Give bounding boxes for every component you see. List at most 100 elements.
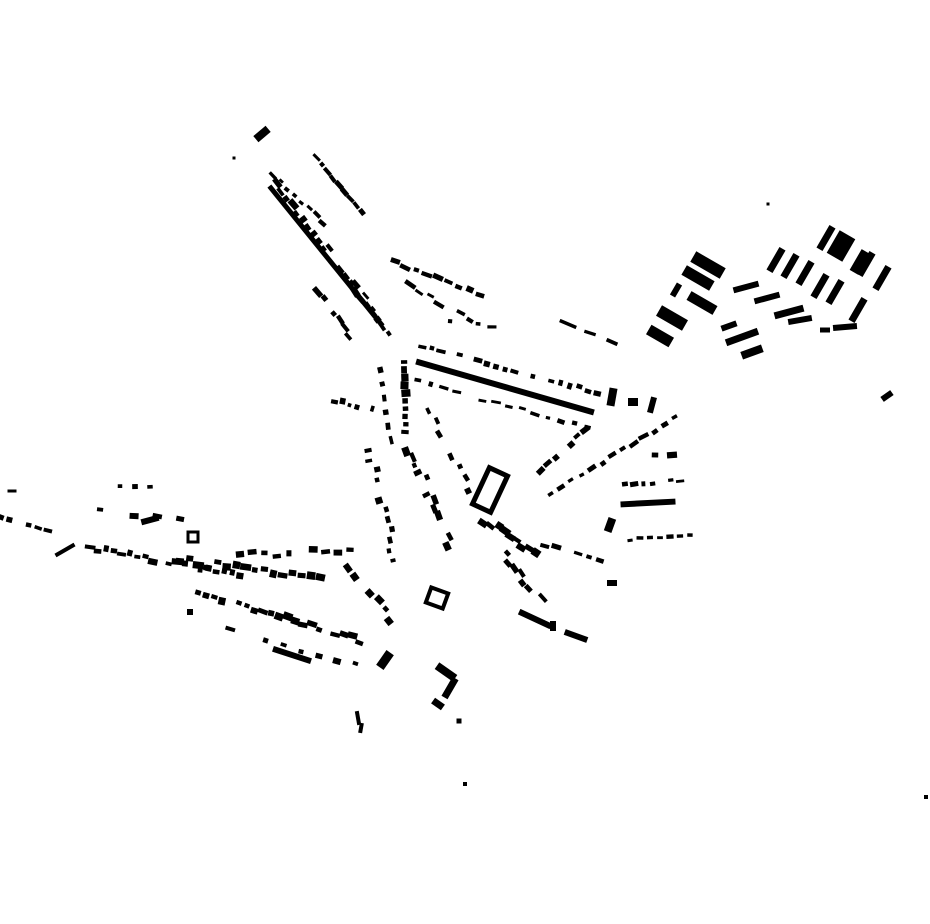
building — [477, 517, 489, 529]
building — [253, 125, 271, 143]
building — [304, 223, 312, 231]
building — [260, 566, 269, 573]
building — [5, 516, 13, 524]
building — [320, 294, 329, 303]
building — [335, 314, 345, 325]
building — [462, 473, 471, 482]
building — [441, 676, 459, 700]
building — [329, 631, 341, 639]
building — [311, 286, 324, 299]
building — [390, 257, 401, 265]
building — [345, 194, 355, 204]
building — [328, 174, 337, 184]
building — [306, 571, 316, 581]
building — [542, 458, 553, 468]
building — [409, 452, 417, 463]
building — [753, 291, 781, 305]
building — [330, 310, 338, 318]
building — [645, 324, 675, 348]
building — [385, 422, 391, 431]
building — [433, 416, 441, 425]
building — [656, 305, 688, 331]
building — [509, 368, 519, 375]
building — [269, 569, 278, 579]
building — [299, 214, 308, 224]
building — [117, 484, 123, 488]
building — [724, 327, 760, 347]
building — [314, 652, 324, 660]
building — [165, 561, 173, 567]
building — [354, 639, 364, 647]
building — [212, 569, 220, 575]
building — [257, 607, 269, 616]
building — [25, 522, 32, 528]
building — [381, 394, 387, 402]
building — [490, 399, 502, 405]
building — [469, 464, 511, 516]
building — [559, 318, 577, 330]
building — [147, 484, 153, 489]
building — [443, 278, 454, 286]
building — [413, 267, 420, 273]
building — [401, 373, 409, 382]
building — [84, 544, 96, 550]
building — [732, 280, 760, 294]
building — [340, 272, 351, 282]
building — [413, 468, 423, 477]
building — [306, 619, 318, 629]
building — [826, 230, 856, 262]
building — [502, 366, 508, 373]
building — [355, 293, 366, 304]
building — [349, 285, 361, 298]
building — [452, 389, 462, 395]
building — [306, 204, 314, 212]
building — [353, 404, 360, 411]
building — [509, 562, 520, 574]
building — [414, 288, 424, 297]
building — [312, 210, 322, 219]
building — [666, 451, 678, 459]
building — [557, 379, 564, 387]
building — [96, 507, 104, 512]
building — [268, 171, 278, 181]
building — [224, 625, 236, 633]
building — [110, 548, 118, 554]
building — [287, 198, 300, 211]
building — [312, 153, 321, 162]
building — [232, 560, 241, 570]
building — [262, 637, 269, 644]
building — [646, 535, 654, 540]
building — [503, 549, 512, 557]
building — [400, 360, 408, 364]
building — [291, 192, 298, 199]
building — [239, 563, 252, 571]
building — [272, 645, 312, 665]
building — [517, 568, 526, 578]
building — [605, 337, 619, 347]
building — [297, 572, 306, 579]
building — [350, 279, 361, 290]
building — [34, 524, 43, 531]
building — [347, 631, 359, 640]
building — [780, 252, 800, 280]
building — [924, 795, 928, 799]
building — [0, 512, 5, 521]
building — [766, 202, 770, 206]
building — [880, 390, 894, 402]
building — [251, 567, 258, 573]
building — [766, 246, 786, 274]
building — [364, 588, 375, 599]
building — [54, 542, 76, 558]
building — [517, 608, 553, 630]
building — [832, 322, 858, 332]
building — [249, 606, 259, 615]
building — [415, 358, 595, 416]
building — [567, 477, 574, 483]
building — [787, 314, 813, 326]
building — [556, 418, 566, 426]
building — [456, 309, 466, 317]
building — [530, 373, 536, 380]
building — [485, 520, 496, 531]
building — [583, 329, 597, 337]
